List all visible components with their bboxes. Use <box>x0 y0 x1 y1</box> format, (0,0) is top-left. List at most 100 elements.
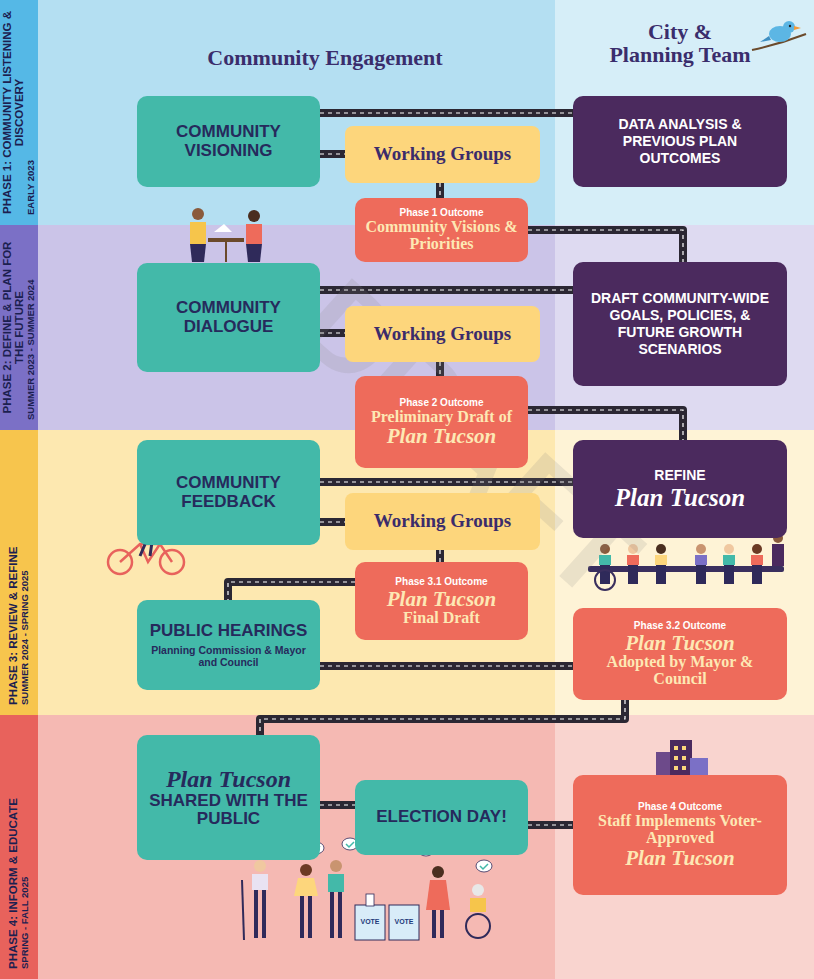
working-group-box: Working Groups <box>345 126 540 183</box>
working-group-box: Working Groups <box>345 306 540 362</box>
voters-illustration-part-part <box>476 860 492 872</box>
phase-bands <box>38 0 814 979</box>
road-surface <box>320 518 345 526</box>
box-text: SUMMER 2024 - SPRING 2025 <box>20 570 31 705</box>
voters-illustration-part-part <box>330 890 334 938</box>
table-people-illustration-part <box>190 244 206 262</box>
voters-illustration-part <box>472 884 484 896</box>
voters-illustration-part <box>470 898 486 912</box>
road-surface <box>528 230 683 262</box>
road-surface <box>436 550 444 562</box>
phase-bands-part <box>555 0 814 225</box>
table-people-illustration-part <box>246 244 262 262</box>
engagement-box: Plan TucsonSHARED WITH THE PUBLIC <box>137 735 320 860</box>
voters-illustration-part <box>328 874 344 892</box>
road-center-line <box>320 665 573 666</box>
box-text: Final Draft <box>403 610 480 627</box>
voters-illustration-part <box>330 860 342 872</box>
road-center-line <box>320 804 355 805</box>
box-heading: PHASE 1: COMMUNITY LISTENING & DISCOVERY <box>1 10 25 215</box>
voters-illustration-part <box>432 866 444 878</box>
road-connector <box>440 183 441 198</box>
box-heading: Working Groups <box>374 144 511 165</box>
ballot-label: VOTE <box>355 918 385 925</box>
table-people-illustration-part <box>208 238 244 242</box>
outcome-box: Phase 4 OutcomeStaff Implements Voter-Ap… <box>573 775 787 895</box>
box-text: EARLY 2023 <box>26 160 37 215</box>
box-heading: Phase 3.2 Outcome <box>634 620 726 632</box>
phase-label: PHASE 1: COMMUNITY LISTENING & DISCOVERY… <box>0 0 38 225</box>
box-text: Plan Tucson <box>625 847 735 869</box>
road-connector <box>320 805 355 806</box>
buildings-illustration-part-part <box>682 766 686 770</box>
outcome-box: Phase 3.2 OutcomePlan TucsonAdopted by M… <box>573 608 787 700</box>
box-text: Plan Tucson <box>387 425 497 447</box>
voters-illustration-part-part <box>338 890 342 938</box>
road-connector <box>320 522 345 523</box>
outcome-box: Phase 2 OutcomePreliminary Draft ofPlan … <box>355 376 528 468</box>
meeting-illustration-part-part <box>772 544 784 566</box>
box-text: Plan Tucson <box>615 484 745 512</box>
voters-illustration-part-part <box>254 888 258 938</box>
voters-illustration-part-part <box>262 888 266 938</box>
road-surface <box>228 582 355 600</box>
meeting-illustration-part-part <box>751 555 763 565</box>
engagement-box: COMMUNITY VISIONING <box>137 96 320 187</box>
voters-illustration-part <box>252 874 268 890</box>
road-surface <box>320 662 573 670</box>
table-people-illustration-part <box>246 224 262 244</box>
road-connector <box>320 113 573 114</box>
box-heading: Working Groups <box>374 324 511 345</box>
phase-band: PHASE 4: INFORM & EDUCATESPRING - FALL 2… <box>0 715 38 979</box>
table-people-illustration-part <box>192 208 204 220</box>
outcome-box: Phase 1 OutcomeCommunity Visions & Prior… <box>355 198 528 262</box>
box-heading: COMMUNITY VISIONING <box>149 123 308 160</box>
road-surface <box>260 700 625 735</box>
planning-team-box: DATA ANALYSIS & PREVIOUS PLAN OUTCOMES <box>573 96 787 187</box>
road-connector <box>260 700 625 735</box>
meeting-illustration-part-part <box>723 555 735 565</box>
box-text: Adopted by Mayor & Council <box>583 654 777 688</box>
meeting-illustration-part-part <box>752 544 762 554</box>
table-people-illustration-part <box>190 222 206 244</box>
bird-icon-part <box>794 26 801 30</box>
road-center-line <box>228 582 355 600</box>
box-text: SUMMER 2023 - SUMMER 2024 <box>26 280 37 420</box>
box-heading: ELECTION DAY! <box>376 808 507 826</box>
road-center-line <box>320 112 573 113</box>
engagement-box: COMMUNITY FEEDBACK <box>137 440 320 545</box>
voters-illustration-part <box>355 905 385 940</box>
box-heading: PHASE 3: REVIEW & REFINE <box>7 547 19 705</box>
engagement-box: PUBLIC HEARINGSPlanning Commission & May… <box>137 600 320 690</box>
voters-illustration-part <box>254 860 266 872</box>
engagement-box: ELECTION DAY! <box>355 780 528 855</box>
box-heading: DRAFT COMMUNITY-WIDE GOALS, POLICIES, & … <box>585 290 775 357</box>
box-heading: Phase 3.1 Outcome <box>395 576 487 588</box>
road-center-line <box>260 700 625 735</box>
box-text: SPRING - FALL 2025 <box>20 877 31 969</box>
planning-team-box: REFINEPlan Tucson <box>573 440 787 538</box>
bird-icon-part <box>789 25 791 27</box>
road-center-line <box>439 183 440 198</box>
road-connector <box>528 825 573 826</box>
box-heading: PHASE 2: DEFINE & PLAN FOR THE FUTURE <box>1 235 25 420</box>
box-text: Staff Implements Voter-Approved <box>583 813 777 847</box>
road-connector <box>320 154 345 155</box>
box-heading: PHASE 4: INFORM & EDUCATE <box>7 798 19 969</box>
engagement-box: COMMUNITY DIALOGUE <box>137 263 320 372</box>
road-surface <box>528 821 573 829</box>
buildings-illustration-part <box>674 746 686 770</box>
road-connector <box>440 550 441 562</box>
road-surface <box>320 801 355 809</box>
buildings-illustration-part-part <box>674 756 678 760</box>
voters-illustration-part <box>294 878 318 896</box>
meeting-illustration-part-part <box>724 544 734 554</box>
box-text: Community Visions & Priorities <box>365 219 518 253</box>
box-heading: DATA ANALYSIS & PREVIOUS PLAN OUTCOMES <box>585 116 775 166</box>
column-header: City & Planning Team <box>605 20 755 66</box>
table-people-illustration-part <box>248 210 260 222</box>
table-people-illustration <box>190 208 262 262</box>
phase-label: PHASE 2: DEFINE & PLAN FOR THE FUTURESUM… <box>0 225 38 430</box>
working-group-box: Working Groups <box>345 493 540 550</box>
road-center-line <box>528 230 683 262</box>
